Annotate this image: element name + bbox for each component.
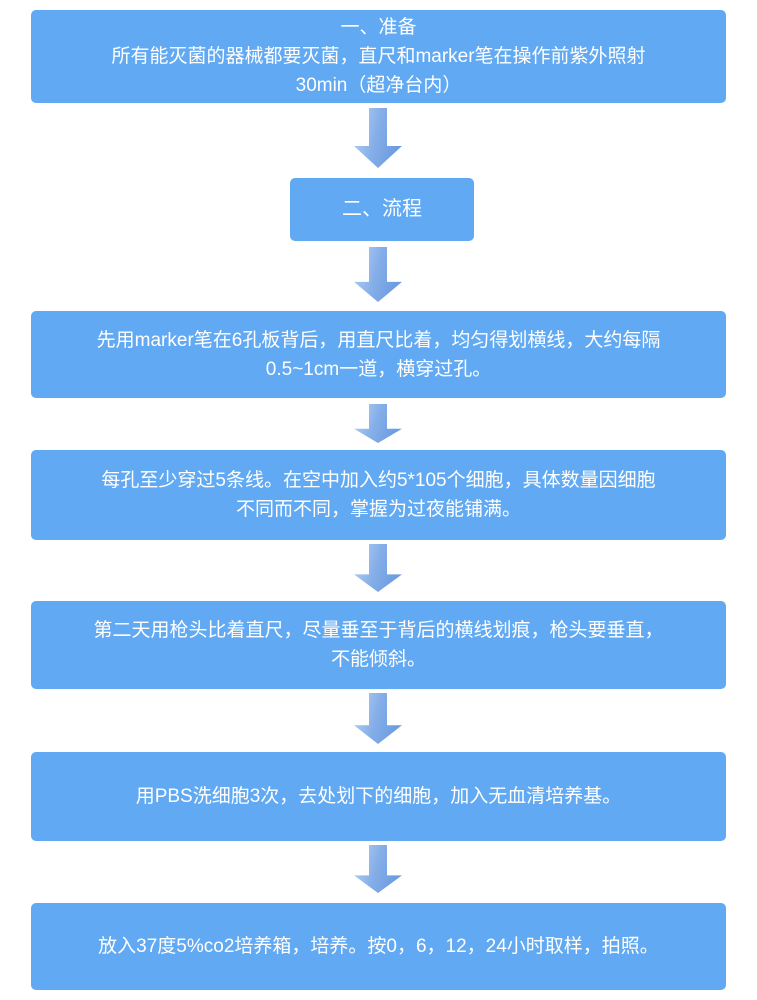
flow-node-title: 二、流程 [342, 198, 422, 220]
flow-node-wash-pbs: 用PBS洗细胞3次，去处划下的细胞，加入无血清培养基。 [31, 752, 726, 841]
arrow-down-icon [354, 108, 402, 168]
flow-node-text: 不能倾斜。 [330, 649, 426, 670]
flow-node-scratch: 第二天用枪头比着直尺，尽量垂至于背后的横线划痕，枪头要垂直， 不能倾斜。 [31, 601, 726, 689]
flow-node-text: 先用marker笔在6孔板背后，用直尺比着，均匀得划横线，大约每隔 [96, 329, 661, 351]
arrow-down-icon [354, 404, 402, 443]
flow-node-draw-lines: 先用marker笔在6孔板背后，用直尺比着，均匀得划横线，大约每隔 0.5~1c… [31, 311, 726, 398]
flow-node-text: 用PBS洗细胞3次，去处划下的细胞，加入无血清培养基。 [135, 786, 622, 807]
flow-node-incubate: 放入37度5%co2培养箱，培养。按0，6，12，24小时取样，拍照。 [31, 903, 726, 990]
flow-node-text: 0.5~1cm一道，横穿过孔。 [265, 358, 492, 380]
flow-node-text: 不同而不同，掌握为过夜能铺满。 [235, 499, 521, 520]
arrow-down-icon [354, 693, 402, 744]
flow-node-text: 第二天用枪头比着直尺，尽量垂至于背后的横线划痕，枪头要垂直， [93, 620, 664, 641]
arrow-down-icon [354, 845, 402, 893]
flow-node-preparation: 一、准备 所有能灭菌的器械都要灭菌，直尺和marker笔在操作前紫外照射 30m… [31, 10, 726, 103]
flow-node-text: 30min（超净台内） [295, 75, 462, 96]
flow-node-seed-cells: 每孔至少穿过5条线。在空中加入约5*105个细胞，具体数量因细胞 不同而不同，掌… [31, 450, 726, 540]
arrow-down-icon [354, 544, 402, 592]
flow-node-text: 所有能灭菌的器械都要灭菌，直尺和marker笔在操作前紫外照射 [111, 46, 646, 67]
flow-node-process: 二、流程 [290, 178, 474, 241]
arrow-down-icon [354, 247, 402, 302]
flow-node-title: 一、准备 [340, 17, 417, 38]
flow-node-text: 每孔至少穿过5条线。在空中加入约5*105个细胞，具体数量因细胞 [101, 470, 656, 491]
flow-node-text: 放入37度5%co2培养箱，培养。按0，6，12，24小时取样，拍照。 [98, 936, 659, 957]
